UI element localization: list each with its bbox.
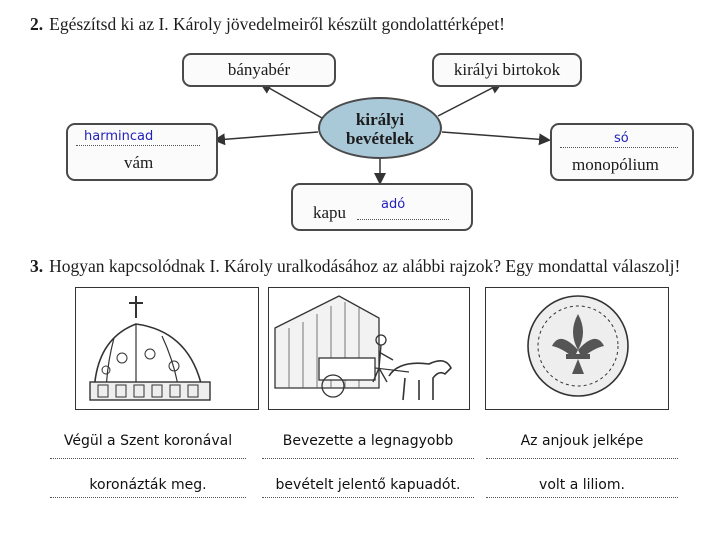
answer-1-rule-2 [50,497,246,498]
box-kapu-label: kapu [313,203,347,222]
lily-coin-picture [485,287,669,410]
answer-line [76,145,200,146]
question-2: 2.Egészítsd ki az I. Károly jövedelmeirő… [30,14,505,35]
question-text: Hogyan kapcsolódnak I. Károly uralkodásá… [49,256,681,276]
answer-2-rule-1 [262,458,474,459]
answer-3-line-2: volt a liliom. [539,477,625,493]
answer-2-rule-2 [262,497,474,498]
handwritten-answer-ado: adó [381,197,406,212]
center-line-1: királyi [355,110,405,129]
box-vam-label: vám [124,153,154,172]
lily-coin-drawing [527,295,629,397]
box-kiralyi-birtokok-label: királyi birtokok [453,60,561,79]
box-kiralyi-birtokok: királyi birtokok [432,53,582,87]
handwritten-answer-so: só [614,131,629,146]
answer-3-rule-2 [486,497,678,498]
answer-1-line-2: koronázták meg. [89,477,207,493]
answer-line [357,219,449,220]
box-monopolium-label: monopólium [572,155,659,174]
answer-1-line-1: Végül a Szent koronával [63,433,233,449]
holy-crown-drawing [89,296,211,401]
center-node-kiralyi-bevetelek: királyi bevételek [318,97,442,159]
box-banyaber-label: bányabér [227,60,291,79]
handwritten-answer-harmincad: harmincad [84,129,154,144]
box-banyaber: bányabér [182,53,336,87]
box-monopolium: só monopólium [550,123,694,181]
answer-2-line-1: Bevezette a legnagyobb [282,433,454,449]
answer-1-rule-1 [50,458,246,459]
center-line-2: bevételek [346,129,414,148]
peasant-horse-cart-drawing [274,295,452,401]
question-number: 3. [30,256,44,276]
answer-2-line-2: bevételt jelentő kapuadót. [275,477,461,493]
answer-3-rule-1 [486,458,678,459]
answer-3-line-1: Az anjouk jelképe [520,433,644,449]
holy-crown-picture [75,287,259,410]
question-3: 3.Hogyan kapcsolódnak I. Károly uralkodá… [30,256,680,277]
answer-line [560,147,678,148]
question-text: Egészítsd ki az I. Károly jövedelmeiről … [49,14,505,34]
question-number: 2. [30,14,44,34]
box-kapu: kapu adó [291,183,473,231]
box-vam: harmincad vám [66,123,218,181]
peasant-cart-picture [268,287,470,410]
